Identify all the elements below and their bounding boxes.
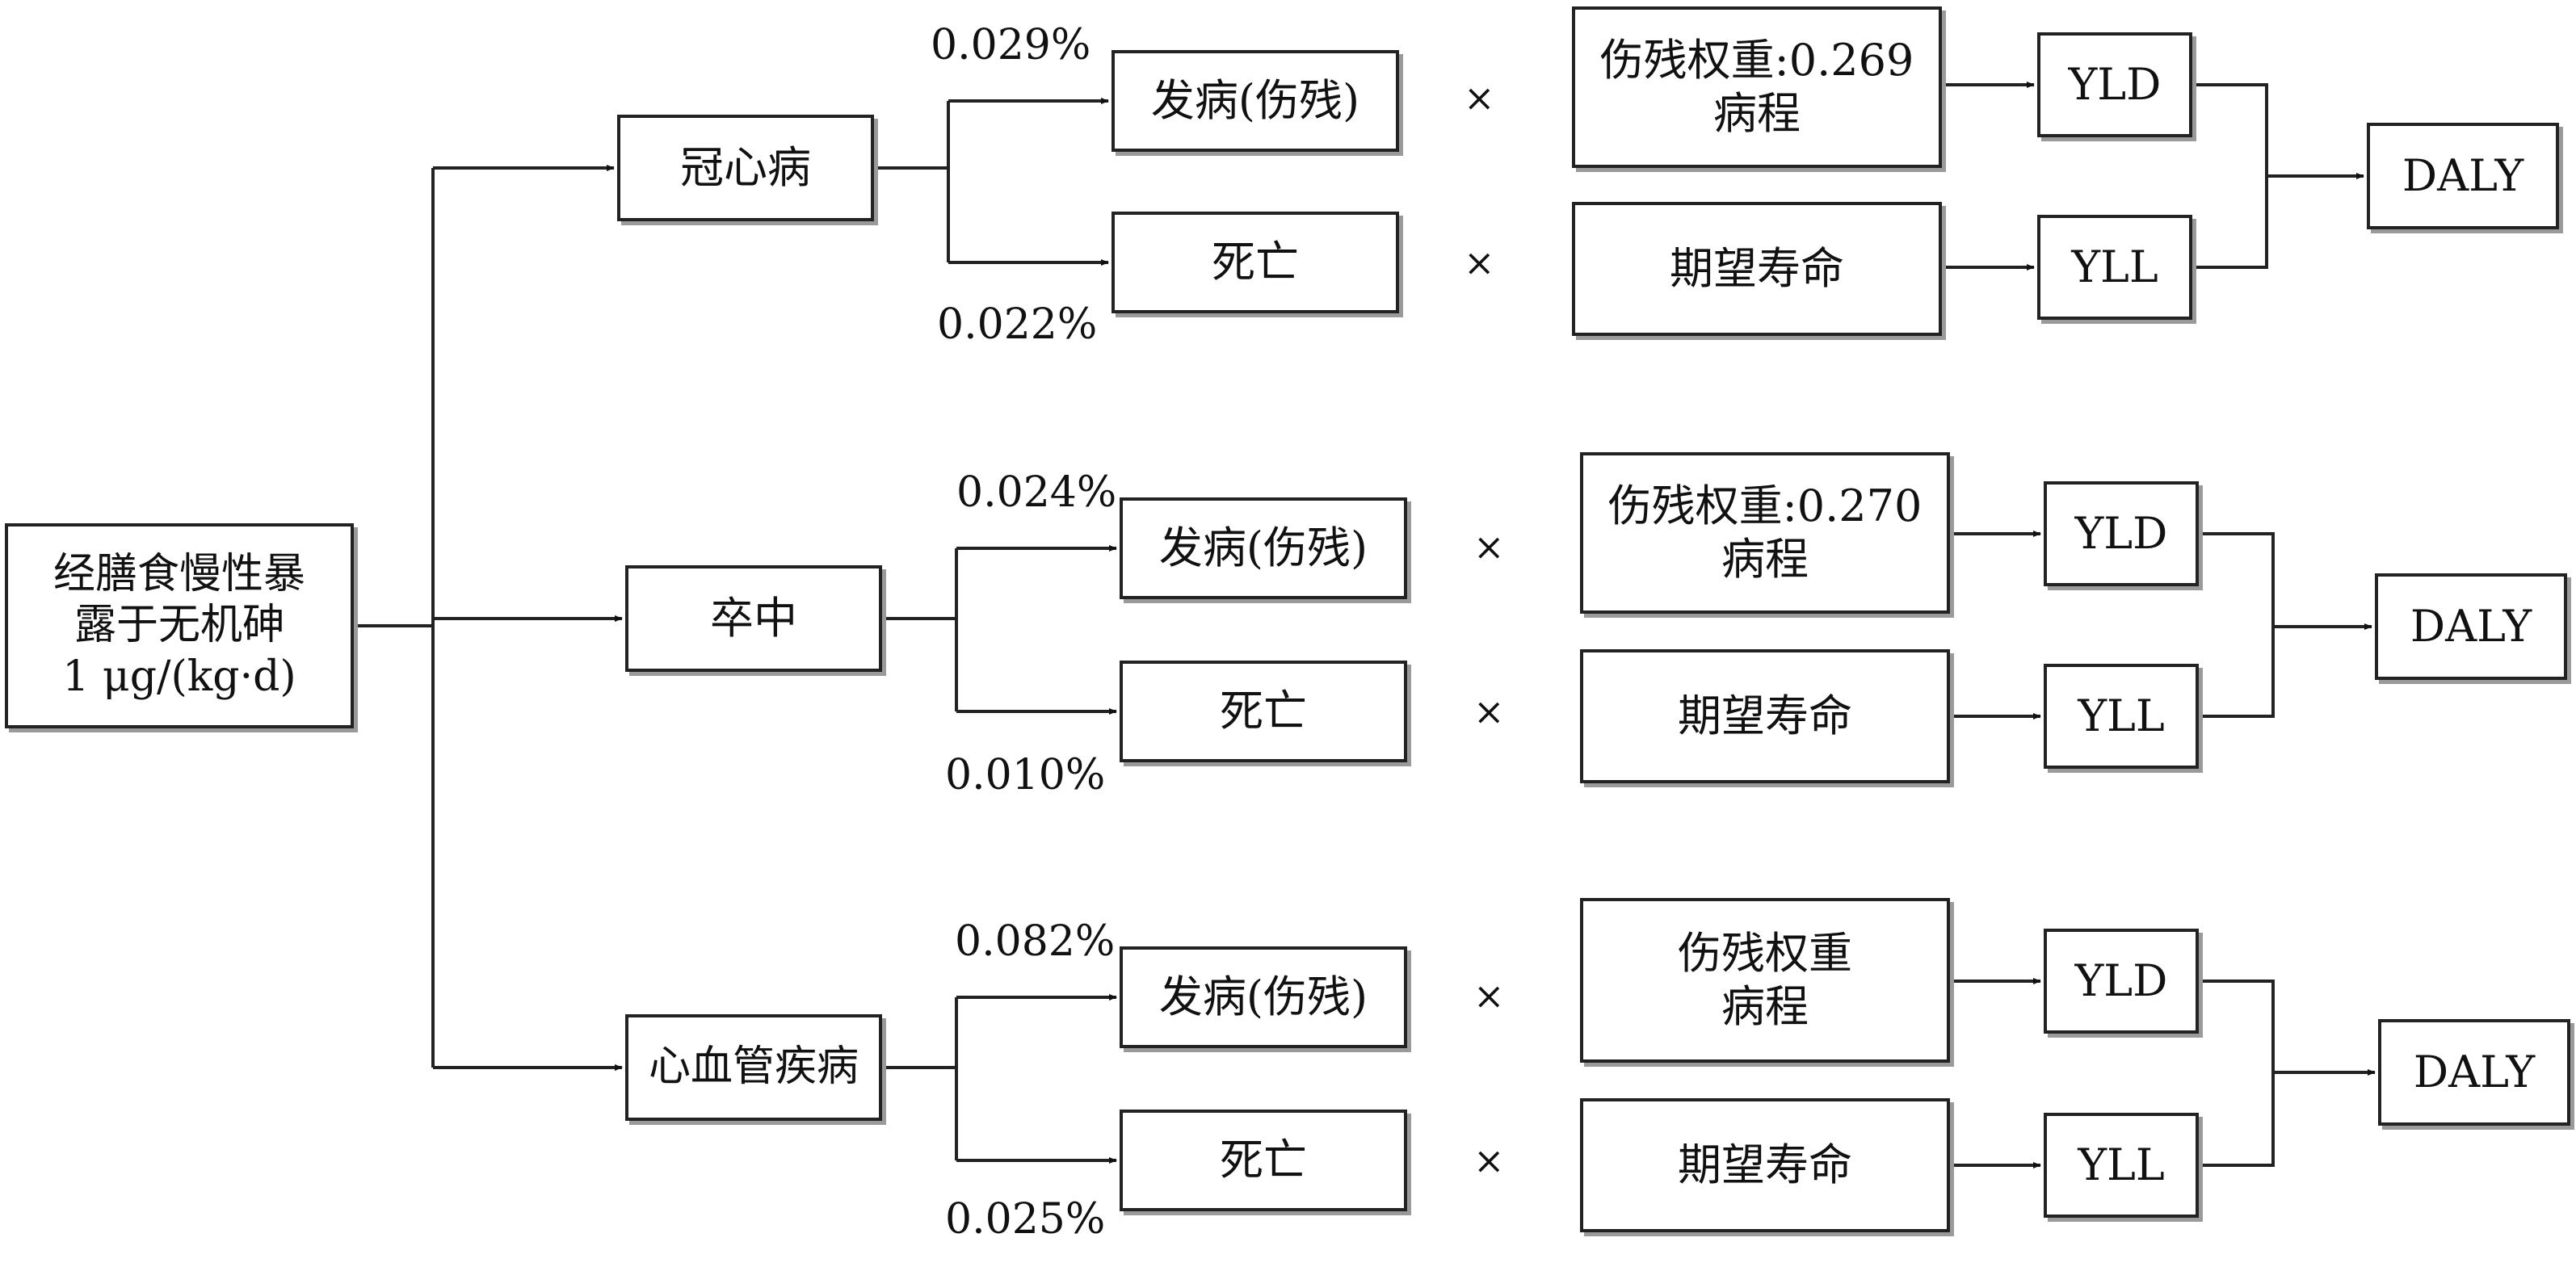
yll-label: YLL [2071,241,2158,293]
life-expectancy-box: 期望寿命 [1572,202,1942,336]
multiply-sign: × [1473,974,1505,1017]
incidence-box: 发病(伤残) [1120,497,1407,599]
yll-box: YLL [2044,664,2199,769]
multiply-sign: × [1473,690,1505,733]
disability-weight-box: 伤残权重:0.270 病程 [1580,452,1950,614]
disability-weight-box: 伤残权重 病程 [1580,898,1950,1063]
yld-label: YLD [2068,59,2162,111]
yll-label: YLL [2078,1139,2165,1191]
mortality-percent: 0.010% [945,751,1106,799]
incidence-percent: 0.029% [931,21,1091,69]
life-expectancy-label: 期望寿命 [1678,690,1852,742]
mortality-percent: 0.022% [937,300,1098,349]
yld-box: YLD [2044,481,2199,586]
death-box: 死亡 [1112,212,1399,313]
multiply-sign: × [1464,241,1495,284]
life-expectancy-label: 期望寿命 [1670,243,1844,295]
root-line-2: 露于无机砷 [74,601,284,650]
mortality-percent: 0.025% [945,1195,1106,1244]
incidence-label: 发病(伤残) [1158,971,1368,1023]
yll-box: YLL [2044,1113,2199,1218]
death-box: 死亡 [1120,661,1407,762]
multiply-sign: × [1473,1139,1505,1182]
disease-label: 卒中 [710,593,797,644]
duration-label: 病程 [1721,534,1809,585]
disability-weight-label: 伤残权重:0.270 [1607,480,1923,532]
life-expectancy-label: 期望寿命 [1678,1139,1852,1191]
yll-box: YLL [2037,215,2192,320]
death-box: 死亡 [1120,1110,1407,1211]
disease-box-cvd: 心血管疾病 [625,1014,882,1121]
root-line-3: 1 μg/(kg·d) [62,652,296,701]
incidence-box: 发病(伤残) [1112,50,1399,152]
multiply-sign: × [1464,76,1495,120]
merge-line [2199,532,2275,718]
merge-line [2199,980,2275,1167]
incidence-percent: 0.024% [956,468,1117,517]
disease-label: 冠心病 [680,142,811,194]
yld-box: YLD [2037,32,2192,137]
merge-line [2192,83,2268,269]
yll-label: YLL [2078,690,2165,742]
incidence-label: 发病(伤残) [1150,75,1360,127]
disability-weight-label: 伤残权重:0.269 [1599,35,1914,86]
disease-box-chd: 冠心病 [617,115,874,221]
daly-label: DALY [2402,150,2524,202]
multiply-sign: × [1473,525,1505,568]
daly-box: DALY [2375,573,2567,680]
daly-box: DALY [2378,1019,2570,1126]
death-label: 死亡 [1220,686,1307,737]
life-expectancy-box: 期望寿命 [1580,1098,1950,1232]
disease-box-stroke: 卒中 [625,565,882,672]
disability-weight-box: 伤残权重:0.269 病程 [1572,6,1942,168]
daly-box: DALY [2367,123,2559,229]
yld-label: YLD [2074,955,2168,1007]
disability-weight-label: 伤残权重 [1678,928,1852,980]
incidence-percent: 0.082% [955,917,1116,966]
death-label: 死亡 [1220,1135,1307,1186]
root-exposure-box: 经膳食慢性暴 露于无机砷 1 μg/(kg·d) [5,523,354,728]
yld-label: YLD [2074,508,2168,560]
root-line-1: 经膳食慢性暴 [53,549,305,598]
yld-box: YLD [2044,929,2199,1034]
incidence-box: 发病(伤残) [1120,946,1407,1048]
duration-label: 病程 [1713,88,1801,139]
disease-label: 心血管疾病 [648,1043,859,1092]
duration-label: 病程 [1721,981,1809,1032]
life-expectancy-box: 期望寿命 [1580,649,1950,783]
death-label: 死亡 [1212,237,1299,288]
daly-label: DALY [2413,1047,2536,1098]
incidence-label: 发病(伤残) [1158,522,1368,574]
daly-label: DALY [2410,601,2532,652]
